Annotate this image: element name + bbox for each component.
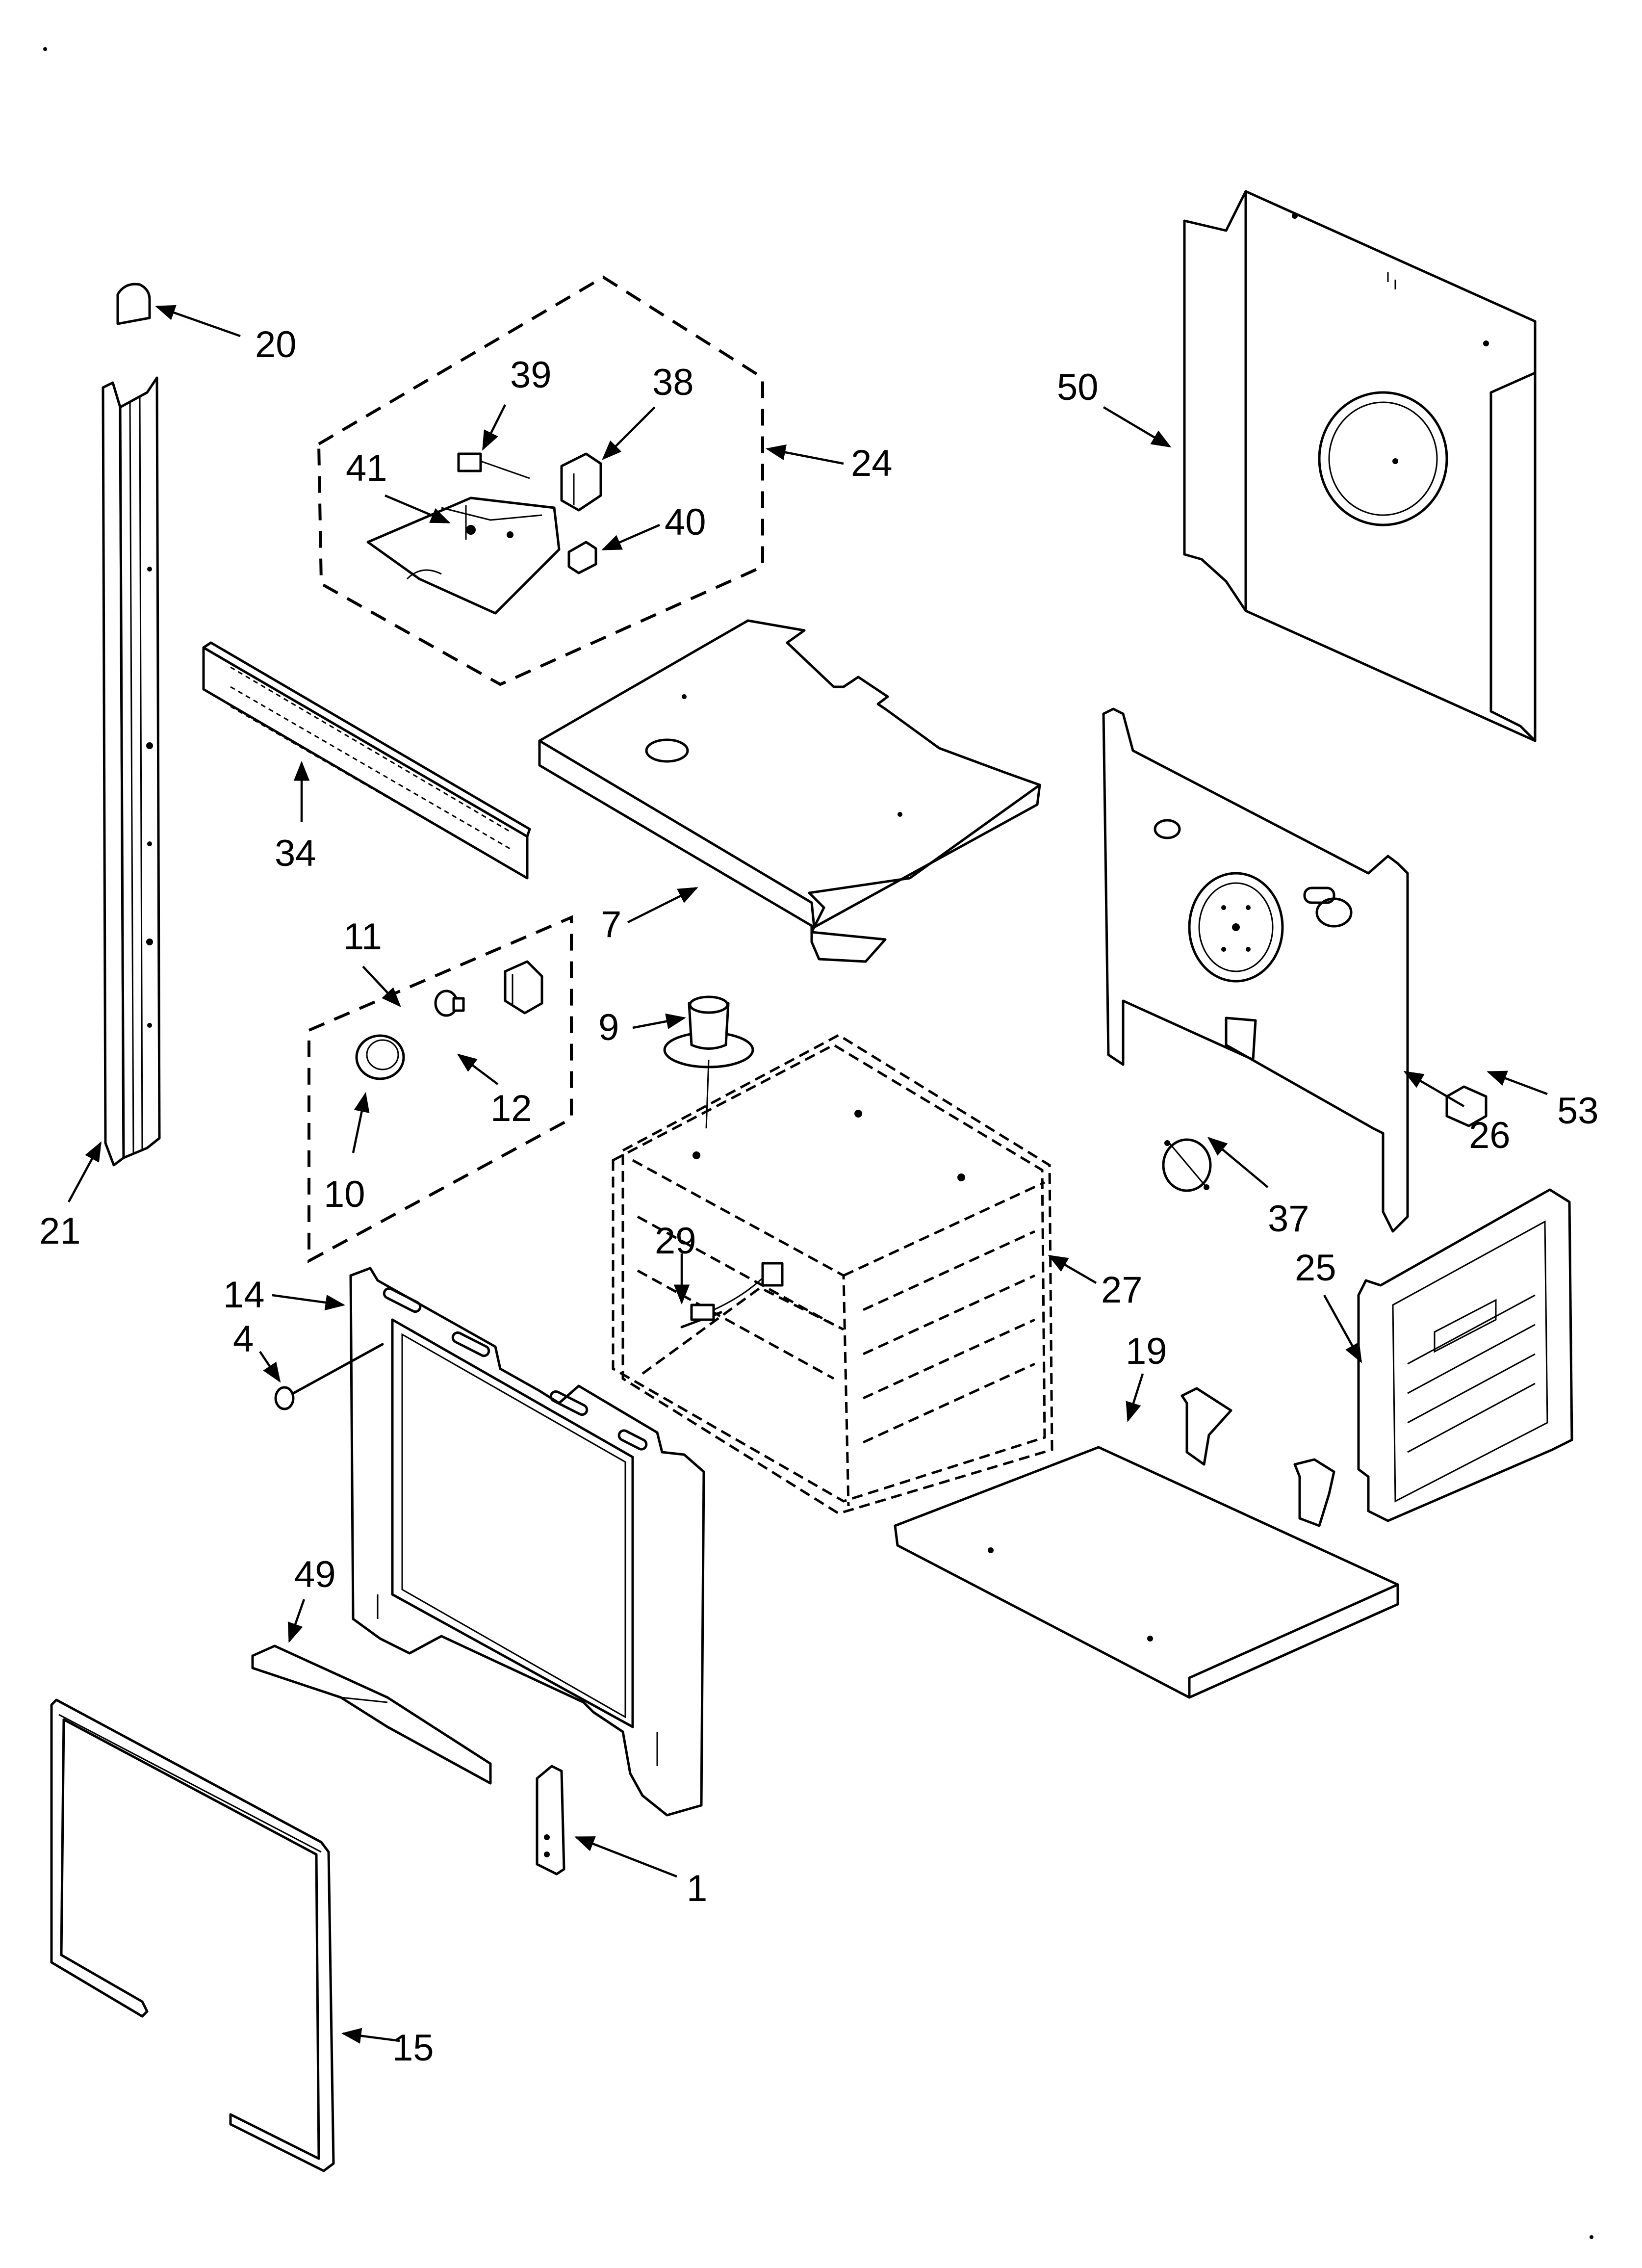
part-20-end-cap bbox=[116, 283, 151, 325]
callout-53: 53 bbox=[1557, 1090, 1599, 1132]
part-37-thermostat bbox=[1162, 1138, 1212, 1192]
part-26-side-panel bbox=[1102, 707, 1409, 1233]
part-15-door-gasket bbox=[50, 1698, 335, 2172]
part-14-front-frame bbox=[349, 1267, 705, 1817]
part-24-control-assembly-group bbox=[317, 275, 764, 686]
leader-26 bbox=[1403, 1070, 1465, 1107]
leader-15 bbox=[341, 2028, 400, 2044]
leader-19 bbox=[1126, 1373, 1144, 1422]
callout-37: 37 bbox=[1268, 1198, 1309, 1240]
part-34-vent-grille bbox=[202, 641, 531, 880]
part-53-clip bbox=[1445, 1085, 1488, 1127]
callout-21: 21 bbox=[39, 1210, 81, 1252]
part-11-light-assembly-group bbox=[308, 915, 573, 1264]
callout-10: 10 bbox=[324, 1173, 365, 1215]
leader-11 bbox=[362, 965, 401, 1007]
part-1-bracket bbox=[536, 1765, 565, 1876]
callout-1: 1 bbox=[687, 1868, 707, 1909]
leader-24 bbox=[766, 444, 844, 465]
callout-12: 12 bbox=[490, 1088, 532, 1129]
callout-11: 11 bbox=[343, 916, 382, 958]
leader-53 bbox=[1487, 1070, 1548, 1095]
leader-lines bbox=[68, 305, 1548, 2044]
callout-34: 34 bbox=[275, 833, 316, 874]
part-29-probe bbox=[680, 1262, 784, 1329]
leader-49 bbox=[287, 1599, 306, 1643]
callout-38: 38 bbox=[652, 362, 694, 403]
callout-25: 25 bbox=[1295, 1247, 1336, 1289]
leader-41 bbox=[385, 494, 451, 524]
part-50-back-panel bbox=[1183, 190, 1537, 742]
leader-4 bbox=[259, 1351, 281, 1383]
leader-12 bbox=[457, 1053, 499, 1085]
callout-26: 26 bbox=[1469, 1115, 1511, 1156]
callout-27: 27 bbox=[1101, 1269, 1143, 1311]
leader-39 bbox=[482, 404, 507, 451]
part-25-side-shield bbox=[1357, 1188, 1573, 1522]
leader-20 bbox=[155, 305, 241, 338]
callout-39: 39 bbox=[510, 354, 552, 396]
leader-38 bbox=[602, 406, 656, 460]
part-49-bottom-trim bbox=[251, 1644, 492, 1785]
callout-15: 15 bbox=[392, 2027, 434, 2069]
corner-speck bbox=[1590, 2235, 1593, 2239]
leader-25 bbox=[1323, 1294, 1362, 1363]
callout-19: 19 bbox=[1126, 1330, 1167, 1372]
callout-14: 14 bbox=[223, 1274, 265, 1316]
leader-1 bbox=[574, 1836, 677, 1878]
part-7-top-plate bbox=[538, 619, 1041, 963]
leader-14 bbox=[272, 1294, 346, 1311]
callout-49: 49 bbox=[294, 1554, 336, 1595]
part-19-bottom-tray bbox=[894, 1387, 1399, 1699]
part-9-sensor bbox=[663, 995, 754, 1129]
leader-27 bbox=[1048, 1254, 1097, 1284]
leader-9 bbox=[632, 1013, 686, 1029]
leader-40 bbox=[601, 523, 660, 551]
leader-50 bbox=[1103, 406, 1172, 448]
callout-labels: 20 21 39 38 41 24 40 34 50 7 11 9 12 10 … bbox=[39, 324, 1599, 2069]
callout-40: 40 bbox=[665, 501, 706, 543]
callout-20: 20 bbox=[255, 324, 297, 365]
callout-7: 7 bbox=[601, 904, 621, 945]
callout-41: 41 bbox=[346, 447, 387, 489]
part-21-side-trim bbox=[102, 376, 161, 1167]
part-27-oven-cavity bbox=[612, 1034, 1053, 1515]
callout-24: 24 bbox=[851, 443, 893, 484]
leader-10 bbox=[352, 1092, 370, 1153]
leader-21 bbox=[68, 1141, 102, 1203]
callout-9: 9 bbox=[598, 1007, 619, 1048]
callout-50: 50 bbox=[1057, 366, 1099, 408]
leader-7 bbox=[627, 886, 698, 924]
part-4-screw bbox=[274, 1343, 384, 1410]
corner-speck bbox=[43, 47, 47, 51]
callout-29: 29 bbox=[655, 1220, 696, 1262]
leader-37 bbox=[1207, 1137, 1269, 1188]
callout-4: 4 bbox=[233, 1318, 254, 1360]
